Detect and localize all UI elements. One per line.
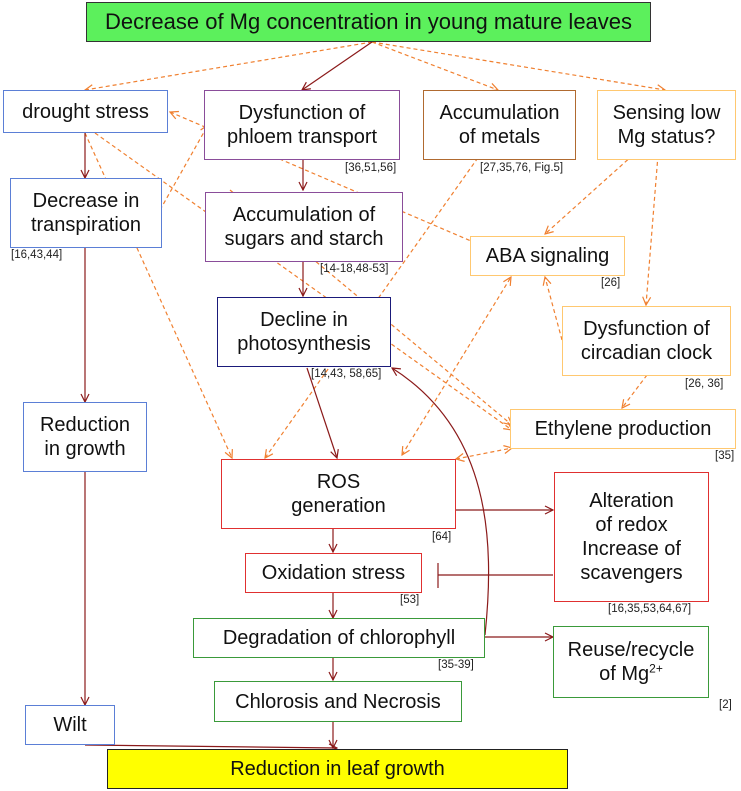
node-top: Decrease of Mg concentration in young ma… [86, 2, 651, 42]
ref-chlorophyll: [35-39] [438, 659, 474, 671]
edge-top-drought [85, 41, 373, 90]
edge-top-sensing [371, 41, 665, 90]
ref-oxidation: [53] [400, 594, 420, 606]
ref-metals: [27,35,76, Fig.5] [480, 162, 564, 174]
node-chlorophyll-label: Degradation of chlorophyll [222, 627, 456, 649]
ref-aba: [26] [601, 277, 621, 289]
node-sensing: Sensing low Mg status? [597, 90, 736, 160]
ref-transpiration: [16,43,44] [11, 249, 63, 261]
node-bottom: Reduction in leaf growth [107, 749, 568, 789]
ref-phloem: [36,51,56] [345, 162, 397, 174]
recycle-superscript: 2+ [649, 661, 663, 676]
node-chlorophyll: Degradation of chlorophyll [193, 618, 485, 658]
edge-transpiration-phloem [159, 125, 208, 211]
node-photosynthesis-label: Decline in photosynthesis [237, 309, 371, 355]
node-drought: drought stress [3, 90, 168, 133]
ref-ros: [64] [432, 531, 452, 543]
node-ros: ROS generation [221, 459, 456, 529]
node-phloem: Dysfunction of phloem transport [204, 90, 400, 160]
edge-ros-aba [402, 277, 511, 455]
node-circadian: Dysfunction of circadian clock [562, 306, 731, 376]
edge-top-phloem [302, 41, 373, 90]
node-sensing-label: Sensing low Mg status? [612, 102, 721, 148]
node-recycle-label: Reuse/recycle of Mg2+ [568, 638, 695, 686]
node-recycle: Reuse/recycle of Mg2+ [553, 626, 709, 698]
node-phloem-label: Dysfunction of phloem transport [226, 102, 378, 148]
ref-ethylene: [35] [715, 450, 735, 462]
node-wilt: Wilt [25, 705, 115, 745]
node-sugars-label: Accumulation of sugars and starch [224, 204, 384, 250]
node-bottom-label: Reduction in leaf growth [230, 758, 445, 780]
ref-sugars: [14-18,48-53] [320, 263, 389, 275]
node-redox-label: Alteration of redox Increase of scavenge… [580, 490, 683, 584]
node-ethylene: Ethylene production [510, 409, 736, 449]
edge-wilt-bottom [84, 745, 337, 748]
edge-ros-ethylene [456, 448, 512, 459]
node-drought-label: drought stress [22, 100, 149, 123]
node-growth: Reduction in growth [23, 402, 147, 472]
ref-redox: [16,35,53,64,67] [608, 603, 692, 615]
node-aba: ABA signaling [470, 236, 625, 276]
node-top-label: Decrease of Mg concentration in young ma… [104, 9, 633, 34]
edge-sensing-circadian [646, 154, 659, 305]
node-redox: Alteration of redox Increase of scavenge… [554, 472, 709, 602]
node-circadian-label: Dysfunction of circadian clock [580, 318, 713, 364]
node-transpiration: Decrease in transpiration [10, 178, 162, 248]
node-photosynthesis: Decline in photosynthesis [217, 297, 391, 367]
node-chlorosis: Chlorosis and Necrosis [214, 681, 462, 722]
ref-recycle: [2] [719, 699, 732, 711]
edge-top-metals [371, 41, 498, 90]
node-wilt-label: Wilt [53, 714, 87, 736]
node-oxidation: Oxidation stress [245, 553, 422, 593]
ref-circadian: [26, 36] [685, 378, 724, 390]
node-growth-label: Reduction in growth [39, 414, 131, 460]
node-sugars: Accumulation of sugars and starch [205, 192, 403, 262]
node-ethylene-label: Ethylene production [534, 418, 712, 440]
node-metals: Accumulation of metals [423, 90, 576, 160]
node-chlorosis-label: Chlorosis and Necrosis [235, 690, 441, 713]
recycle-text: Reuse/recycle of Mg [567, 639, 695, 685]
edge-circadian-aba [545, 277, 563, 341]
node-aba-label: ABA signaling [485, 245, 610, 267]
node-metals-label: Accumulation of metals [439, 102, 560, 148]
node-oxidation-label: Oxidation stress [261, 562, 406, 584]
node-ros-label: ROS generation [291, 471, 386, 517]
ref-photosynthesis: [14,43, 58,65] [311, 368, 382, 380]
node-transpiration-label: Decrease in transpiration [30, 190, 142, 236]
edge-circadian-ethylene [622, 374, 648, 408]
edge-photosynthesis-ros [306, 367, 337, 458]
